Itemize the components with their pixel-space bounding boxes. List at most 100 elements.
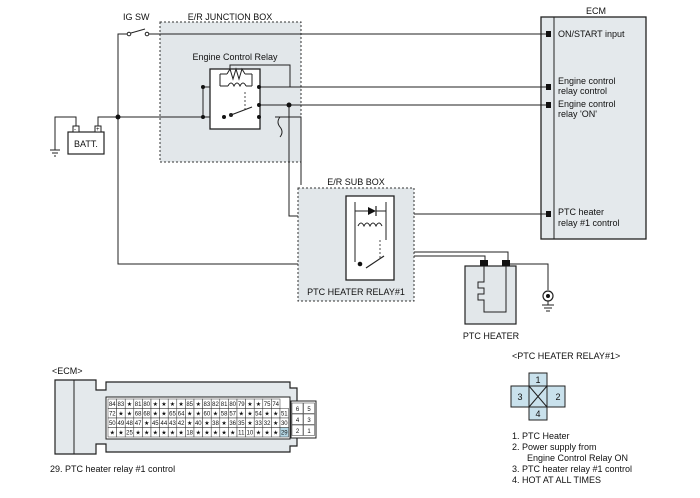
ecm-side-pin-label: 6 — [296, 407, 300, 413]
svg-text:-: - — [74, 127, 76, 133]
ptc-relay-pin-2: 2 — [555, 392, 560, 402]
ecm-pin-label: ★ — [187, 411, 192, 418]
ecm-pin-label: 30 — [281, 421, 288, 427]
ecm-pin-label: 74 — [272, 402, 279, 408]
ecm-side-pin-label: 2 — [296, 429, 300, 435]
ecm-side-pin-label: 1 — [307, 429, 311, 435]
ecm-pin-cell — [279, 427, 289, 438]
ecm-pin-label: ★ — [264, 411, 269, 418]
ecm-pin-label: ★ — [256, 430, 261, 437]
ptc-heater-label: PTC HEATER — [463, 331, 520, 341]
ecm-pin-label: ★ — [196, 401, 201, 408]
er-junction-box-label: E/R JUNCTION BOX — [188, 12, 273, 22]
ecm-pin-label: ★ — [118, 411, 123, 418]
ecm-pin-label: ★ — [118, 430, 123, 437]
legend-item-2b: Engine Control Relay ON — [527, 453, 629, 463]
battery: - + — [67, 125, 105, 155]
ptc-relay-connector-title: <PTC HEATER RELAY#1> — [512, 351, 620, 361]
ecm-pin-label: 80 — [143, 402, 150, 408]
ecm-pin-label: 68 — [135, 412, 142, 418]
ecm-pin-label: 42 — [178, 421, 185, 427]
ecm-pin-label: ★ — [144, 430, 149, 437]
ecm-relay-control-label-1: Engine control — [558, 76, 616, 86]
engine-control-relay — [209, 67, 261, 130]
ecm-side-pin-cell — [303, 413, 315, 425]
ecm-pin-label: 85 — [186, 402, 193, 408]
ecm-side-pin-cell — [303, 424, 315, 436]
ecm-pin-label: ★ — [213, 411, 218, 418]
ecm-pin-label: ★ — [144, 420, 149, 427]
legend-item-3: 3. PTC heater relay #1 control — [512, 464, 633, 474]
ecm-relay-on-label-2: relay 'ON' — [558, 109, 597, 119]
ecm-side-pin-cell — [291, 413, 304, 425]
fuse-icon — [277, 116, 283, 138]
ecm-pin-label: ★ — [178, 401, 183, 408]
ecm-pin-label: 81 — [135, 402, 142, 408]
ecm-pin-on-start — [546, 31, 551, 37]
ecm-pin-label: 40 — [195, 421, 202, 427]
ptc-relay-connector — [510, 372, 566, 421]
battery-ground-icon — [50, 116, 77, 157]
ecm-side-pin-cell — [303, 402, 315, 414]
ecm-pin-ptc-control — [546, 211, 551, 217]
ecm-pin-label: 36 — [229, 421, 236, 427]
ecm-pin-label: 58 — [221, 412, 228, 418]
ecm-pin-label: 68 — [143, 412, 150, 418]
ecm-pin-label: 18 — [186, 431, 193, 437]
ecm-pin-label: ★ — [178, 430, 183, 437]
ecm-title: ECM — [586, 6, 606, 16]
ecm-pin-label: 51 — [281, 412, 288, 418]
ptc-relay-legend: 1. PTC Heater 2. Power supply from Engin… — [512, 431, 632, 486]
ecm-pin-label: 35 — [238, 421, 245, 427]
ecm-pin-label: ★ — [204, 430, 209, 437]
ecm-connector-caption: 29. PTC heater relay #1 control — [50, 464, 175, 474]
ptc-relay-pin-4: 4 — [535, 409, 540, 419]
ecm-pin-label: 72 — [109, 412, 116, 418]
legend-item-1: 1. PTC Heater — [512, 431, 570, 441]
ecm-pin-label: 44 — [161, 421, 168, 427]
ecm-pin-label: ★ — [239, 411, 244, 418]
ecm-pin-label: 48 — [126, 421, 133, 427]
ecm-pin-label: ★ — [153, 430, 158, 437]
ecm-pin-label: ★ — [247, 411, 252, 418]
ecm-pin-label: ★ — [247, 420, 252, 427]
legend-item-2: 2. Power supply from — [512, 442, 597, 452]
ecm-pin-label: ★ — [161, 411, 166, 418]
ecm-pin-label: 43 — [169, 421, 176, 427]
ecm-pin-label: 84 — [109, 402, 116, 408]
ecm-pin-label: ★ — [221, 430, 226, 437]
ecm-pin-label: ★ — [213, 430, 218, 437]
ecm-pin-label: 82 — [212, 402, 219, 408]
ecm-pin-label: 50 — [109, 421, 116, 427]
ecm-pin-label: ★ — [187, 420, 192, 427]
ecm-side-pin-cell — [291, 424, 304, 436]
ecm-pin-label: ★ — [273, 411, 278, 418]
battery-label: BATT. — [74, 139, 98, 149]
ecm-relay-on-label-1: Engine control — [558, 99, 616, 109]
ecm-pin-label: ★ — [135, 430, 140, 437]
ecm-pin-label: 83 — [204, 402, 211, 408]
ecm-pin-label: ★ — [153, 401, 158, 408]
ecm-pin-label: 38 — [212, 421, 219, 427]
ecm-connector-title: <ECM> — [52, 366, 83, 376]
ecm-pin-label: 47 — [135, 421, 142, 427]
ecm-module — [540, 16, 647, 240]
ecm-pin-label: 45 — [152, 421, 159, 427]
ecm-pin-label: 60 — [204, 412, 211, 418]
er-sub-box-label: E/R SUB BOX — [327, 177, 385, 187]
ecm-pin-label: 83 — [118, 402, 125, 408]
ecm-pin-label: 80 — [229, 402, 236, 408]
engine-control-relay-label: Engine Control Relay — [192, 52, 278, 62]
ecm-side-pin-label: 4 — [296, 418, 300, 424]
ecm-pin-label: ★ — [127, 411, 132, 418]
ecm-pin-label: ★ — [230, 430, 235, 437]
ecm-pin-label: ★ — [170, 430, 175, 437]
ecm-pin-label: 29 — [281, 431, 288, 437]
ecm-ptc-control-label-1: PTC heater — [558, 207, 604, 217]
ig-sw-label: IG SW — [123, 12, 150, 22]
ptc-heater-relay-label: PTC HEATER RELAY#1 — [307, 287, 405, 297]
ptc-heater — [464, 260, 517, 325]
